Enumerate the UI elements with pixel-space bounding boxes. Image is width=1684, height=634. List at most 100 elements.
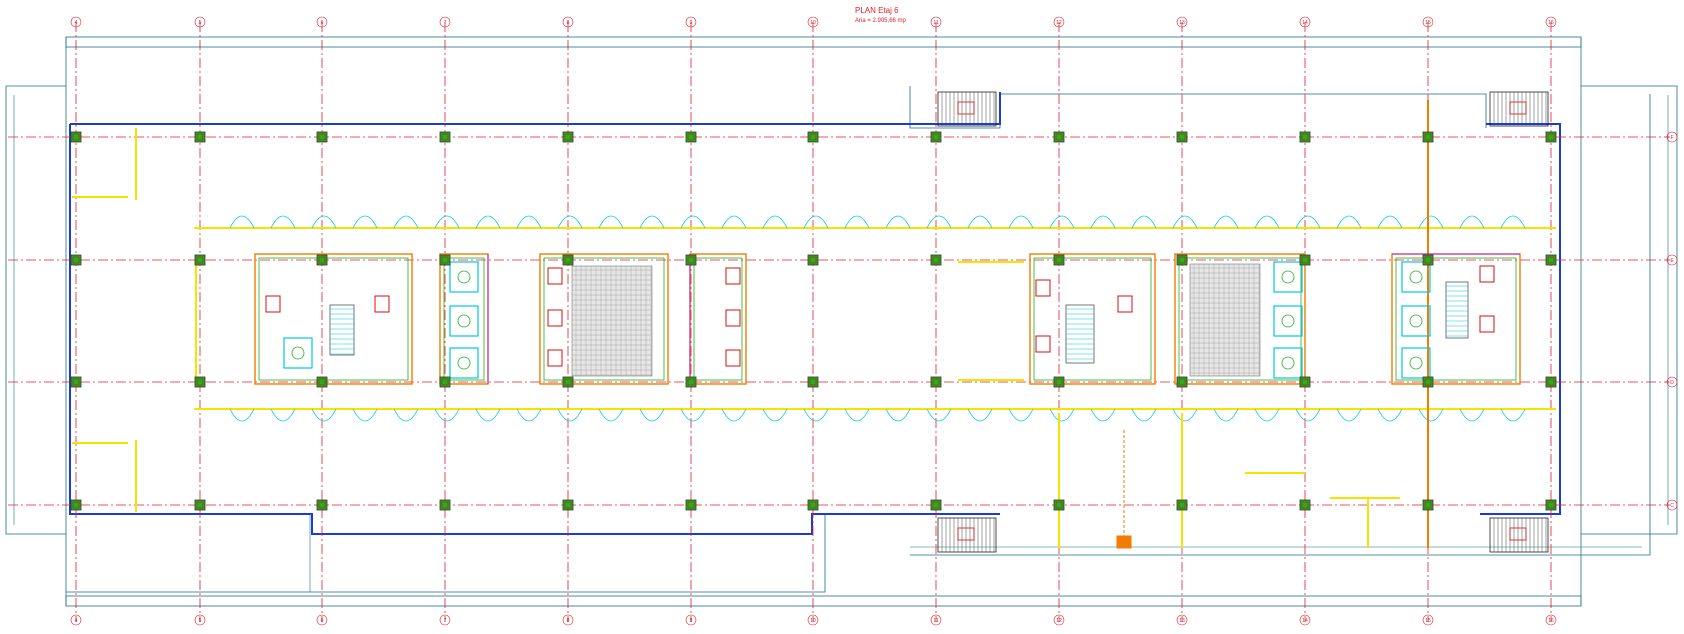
core-e-fixture	[1035, 279, 1051, 297]
axis-bubble-top	[685, 16, 697, 28]
axis-label-bottom: 6	[321, 618, 324, 624]
axis-label-bottom: 14	[1302, 618, 1308, 624]
door-swing-south	[475, 408, 501, 422]
door-swing-south	[1377, 408, 1403, 422]
core-c-hatch	[571, 265, 653, 377]
door-swing-south	[229, 408, 255, 422]
stair-nw	[937, 91, 997, 127]
outer-wall-top	[70, 92, 1001, 125]
axis-bubble-right	[1666, 131, 1678, 143]
door-swing-south	[1049, 408, 1075, 422]
door-swing-south	[1090, 408, 1116, 422]
column	[1176, 376, 1188, 388]
column	[1299, 499, 1311, 511]
column-core	[196, 378, 204, 386]
column	[1299, 376, 1311, 388]
column-core	[318, 133, 326, 141]
column	[194, 376, 206, 388]
column	[685, 499, 697, 511]
column-core	[932, 378, 940, 386]
axis-bubble-top	[1053, 16, 1065, 28]
column	[685, 254, 697, 266]
column-core	[72, 133, 80, 141]
door-swing-south	[680, 408, 706, 422]
core-f-frame	[1174, 253, 1306, 385]
axis-bubble-bottom	[807, 614, 819, 626]
column-core	[687, 133, 695, 141]
column	[1422, 131, 1434, 143]
axis-label-right: C	[1670, 503, 1674, 509]
column	[316, 499, 328, 511]
door-swing-south	[434, 408, 460, 422]
axis-label-bottom: 10	[810, 618, 816, 624]
column	[1053, 376, 1065, 388]
column-core	[1547, 501, 1555, 509]
column	[194, 254, 206, 266]
column-core	[441, 501, 449, 509]
column-core	[1055, 133, 1063, 141]
plan-area: Aria = 2.905,66 mp	[855, 18, 906, 24]
column	[439, 131, 451, 143]
column-core	[564, 133, 572, 141]
column	[70, 376, 82, 388]
door-swing-south	[844, 408, 870, 422]
core-f-hatch	[1189, 263, 1261, 377]
axis-label-top: 13	[1179, 20, 1185, 26]
core-d-fixture	[725, 267, 741, 285]
riser-box	[1116, 535, 1132, 549]
axis-bubble-top	[807, 16, 819, 28]
axis-label-top: 6	[321, 20, 324, 26]
door-swing-north	[1049, 215, 1075, 229]
column-core	[1547, 378, 1555, 386]
stair-se	[1489, 517, 1549, 553]
axis-label-top: 15	[1425, 20, 1431, 26]
column	[439, 376, 451, 388]
core-b-inner	[443, 257, 485, 381]
bottom-step	[66, 515, 826, 593]
door-swing-north	[967, 215, 993, 229]
column	[1053, 131, 1065, 143]
door-swing-south	[1500, 408, 1526, 422]
axis-bubble-top	[930, 16, 942, 28]
column-core	[1055, 256, 1063, 264]
column-core	[72, 501, 80, 509]
core-g-lift-1-symbol	[1409, 270, 1423, 284]
door-swing-south	[516, 408, 542, 422]
column-core	[1301, 133, 1309, 141]
axis-bubble-top	[1299, 16, 1311, 28]
column	[807, 499, 819, 511]
axis-bubble-bottom	[562, 614, 574, 626]
axis-bubble-bottom	[194, 614, 206, 626]
column	[1422, 376, 1434, 388]
column	[930, 254, 942, 266]
core-f-lift-1	[1273, 261, 1303, 293]
column	[930, 499, 942, 511]
door-swing-south	[598, 408, 624, 422]
axis-label-bottom: 13	[1179, 618, 1185, 624]
column-core	[809, 378, 817, 386]
column-core	[441, 256, 449, 264]
column	[194, 131, 206, 143]
axis-bubble-bottom	[930, 614, 942, 626]
door-swing-north	[1254, 215, 1280, 229]
door-swing-north	[434, 215, 460, 229]
door-swing-south	[1213, 408, 1239, 422]
axis-label-right: F	[1670, 135, 1673, 141]
column-core	[809, 501, 817, 509]
column	[439, 499, 451, 511]
stair-se-mark	[1509, 527, 1527, 541]
door-swing-north	[270, 215, 296, 229]
plan-title: PLAN Etaj 6	[855, 6, 899, 15]
column	[316, 254, 328, 266]
door-swing-south	[926, 408, 952, 422]
door-swing-north	[1172, 215, 1198, 229]
column-core	[564, 378, 572, 386]
axis-bubble-bottom	[1422, 614, 1434, 626]
column	[316, 376, 328, 388]
column-core	[1055, 378, 1063, 386]
column	[1053, 499, 1065, 511]
door-swing-north	[311, 215, 337, 229]
axis-label-bottom: 5	[199, 618, 202, 624]
columns	[70, 131, 1557, 511]
